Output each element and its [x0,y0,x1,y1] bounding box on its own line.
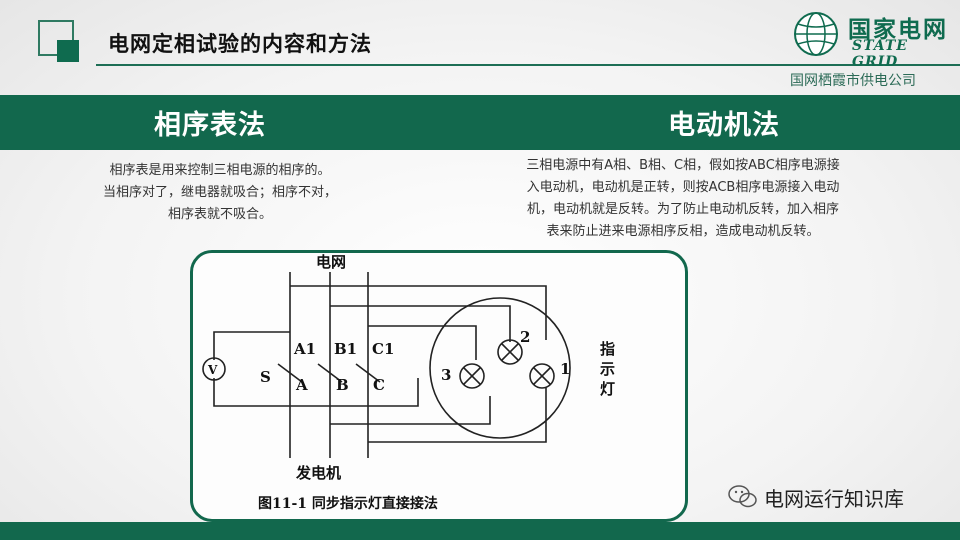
meter-label: V [207,363,218,377]
terminal-a1: A1 [293,340,316,358]
lamp-1 [529,363,555,389]
switch-blade [355,363,381,383]
terminal-b: B [336,376,349,394]
meter-wire [213,331,290,360]
title-underline [96,64,960,66]
decor-square-outline [38,20,74,56]
right-line: 表来防止进来电源相序反相，造成电动机反转。 [546,224,820,239]
wechat-icon [728,485,757,508]
circuit-diagram: 电网 A1 B1 C1 A B C S V 1 2 3 指 示 灯 发电机 图1… [202,253,615,512]
left-heading: 相序表法 [154,110,266,141]
top-label: 电网 [316,253,346,271]
terminal-c: C [373,376,385,394]
lamp-label-1: 指 [600,340,615,358]
wire-a [290,378,419,407]
switch-blade [277,363,303,383]
decor-square-fill [57,40,79,62]
right-line: 三相电源中有A相、B相、C相，假如按ABC相序电源接 [526,158,840,173]
wire-b1 [330,305,511,342]
lamp-2 [497,339,523,365]
right-paragraph: 三相电源中有A相、B相、C相，假如按ABC相序电源接 入电动机，电动机是正转，则… [502,155,864,243]
diagram-caption: 图11-1 同步指示灯直接接法 [258,495,438,512]
bottom-label: 发电机 [295,464,341,482]
wire-b [330,396,491,425]
wire-c1 [368,325,477,360]
meter-wire-low [213,378,290,407]
section-header-band [0,95,960,150]
lamp-frame [429,297,571,439]
wire-a1 [290,285,547,340]
lamp-label-3: 灯 [600,380,615,398]
left-paragraph: 相序表是用来控制三相电源的相序的。 当相序对了，继电器就吸合；相序不对， 相序表… [70,160,370,226]
terminal-b1: B1 [334,340,357,358]
lamp-number-2: 2 [520,328,530,346]
globe-icon [794,12,838,56]
left-line: 相序表是用来控制三相电源的相序的。 [109,163,331,178]
logo-name: 国家电网 [848,17,948,43]
left-line: 相序表就不吸合。 [167,207,272,222]
logo-english: STATE GRID [852,38,908,70]
diagram-frame [190,250,688,522]
footer-bar [0,522,960,540]
wire-c [368,388,547,443]
slide-title: 电网定相试验的内容和方法 [108,32,372,56]
right-heading: 电动机法 [668,110,780,141]
watermark-text: 电网运行知识库 [764,487,904,511]
lamp-3 [459,363,485,389]
terminal-c1: C1 [372,340,394,358]
switch-blade [317,363,343,383]
lamp-number-1: 1 [560,360,570,378]
right-line: 机，电动机就是反转。为了防止电动机反转，加入相序 [526,202,839,217]
left-line: 当相序对了，继电器就吸合；相序不对， [102,185,337,200]
company-name: 国网栖霞市供电公司 [790,73,916,89]
right-line: 入电动机，电动机是正转，则按ACB相序电源接入电动 [526,180,840,195]
lamp-label-2: 示 [600,360,615,378]
voltmeter-icon [202,357,226,381]
state-grid-logo [794,12,838,56]
terminal-a: A [295,376,308,394]
switch-label: S [260,368,271,386]
lamp-number-3: 3 [441,366,451,384]
